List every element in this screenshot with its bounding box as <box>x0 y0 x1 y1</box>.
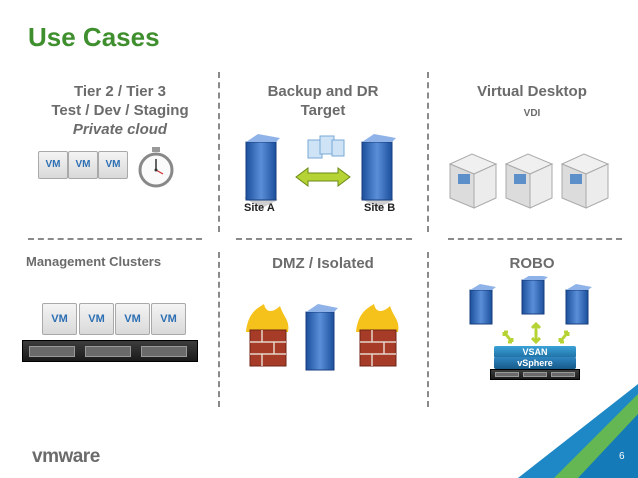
vm-box: VM <box>151 303 186 335</box>
dmz-heading: DMZ / Isolated <box>272 255 374 272</box>
vsan-bar: VSAN <box>494 346 576 358</box>
divider-h1 <box>28 238 202 240</box>
mgmt-heading: Management Clusters <box>26 254 162 269</box>
vm-box: VM <box>42 303 77 335</box>
vm-box: VM <box>115 303 150 335</box>
tier-line2: Test / Dev / Staging <box>51 102 189 119</box>
vm-box: VM <box>68 151 98 179</box>
vm-box: VM <box>98 151 128 179</box>
vm-box: VM <box>38 151 68 179</box>
divider-v3 <box>218 252 220 407</box>
slide-title: Use Cases <box>28 22 160 52</box>
firewall-diagram <box>246 304 399 371</box>
robo-diagram <box>469 276 592 345</box>
server-rack <box>22 340 198 362</box>
divider-v1 <box>218 72 220 232</box>
tier-heading: Tier 2 / Tier 3 Test / Dev / Staging Pri… <box>20 82 220 139</box>
divider-h3 <box>448 238 622 240</box>
page-number: 6 <box>619 451 625 462</box>
corner-decoration <box>518 384 638 478</box>
vmware-logo: vmware <box>32 446 100 467</box>
vdi-heading: Virtual Desktop <box>477 83 587 100</box>
backup-diagram <box>244 134 396 208</box>
desktop-icons <box>448 153 610 209</box>
robo-heading: ROBO <box>509 255 555 272</box>
tier-line1: Tier 2 / Tier 3 <box>74 83 166 100</box>
divider-v4 <box>427 252 429 407</box>
divider-h2 <box>236 238 412 240</box>
vm-box: VM <box>79 303 114 335</box>
vsphere-bar: vSphere <box>494 357 576 369</box>
tier-line3: Private cloud <box>72 121 168 138</box>
robo-servers <box>490 369 580 380</box>
vdi-subheading: VDI <box>523 108 541 119</box>
backup-line2: Target <box>300 102 346 119</box>
site-b-label: Site B <box>364 202 396 214</box>
divider-v2 <box>427 72 429 232</box>
stopwatch-icon <box>138 147 174 188</box>
backup-heading: Backup and DR Target <box>224 82 422 120</box>
site-a-label: Site A <box>244 202 275 214</box>
backup-line1: Backup and DR <box>267 83 379 100</box>
